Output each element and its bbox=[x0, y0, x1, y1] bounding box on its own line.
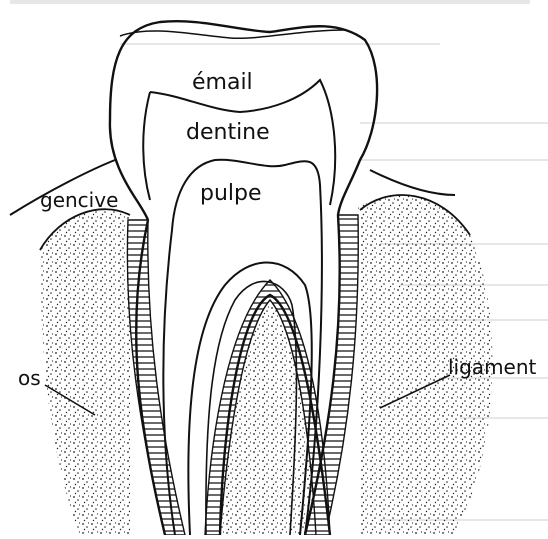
gum-outline-right bbox=[370, 170, 455, 195]
label-dentine: dentine bbox=[186, 122, 270, 144]
label-email: émail bbox=[192, 72, 253, 94]
label-gencive: gencive bbox=[40, 190, 118, 210]
ligament-band-left bbox=[127, 220, 185, 535]
crown-top-groove bbox=[120, 30, 345, 38]
label-ligament: ligament bbox=[448, 357, 536, 377]
label-pulpe: pulpe bbox=[200, 183, 262, 205]
label-os: os bbox=[18, 368, 41, 388]
bone-region bbox=[40, 209, 130, 535]
enamel-dentine-boundary-left bbox=[143, 92, 150, 200]
